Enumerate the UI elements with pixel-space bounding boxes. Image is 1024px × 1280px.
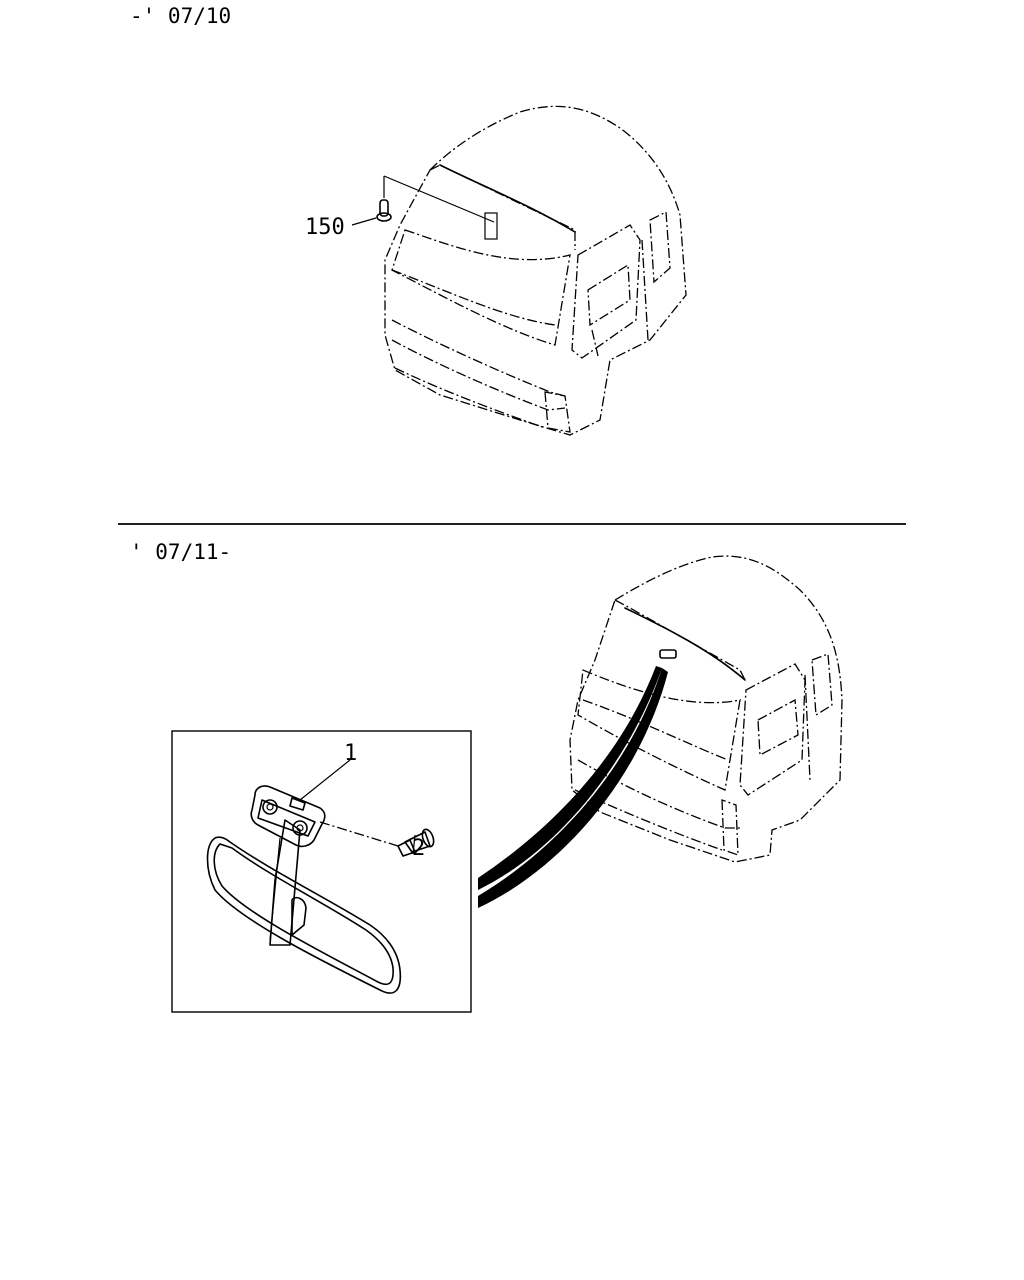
part-2-screw	[397, 828, 435, 857]
cab-illustration-bottom	[569, 555, 843, 863]
section-after-0711: ' 07/11-	[130, 540, 843, 1013]
callout-1: 1	[344, 741, 357, 766]
period-label-after: ' 07/11-	[130, 540, 231, 564]
part-150-clip	[376, 199, 392, 222]
period-label-before: -' 07/10	[130, 4, 231, 28]
cab-illustration-top	[351, 105, 687, 436]
callout-2: 2	[412, 836, 425, 861]
callout-150: 150	[305, 215, 345, 240]
detail-inset-box	[171, 730, 472, 1013]
detail-leader-band	[478, 666, 662, 890]
section-before-0710: -' 07/10	[130, 4, 687, 436]
rear-view-mirror	[206, 785, 402, 994]
